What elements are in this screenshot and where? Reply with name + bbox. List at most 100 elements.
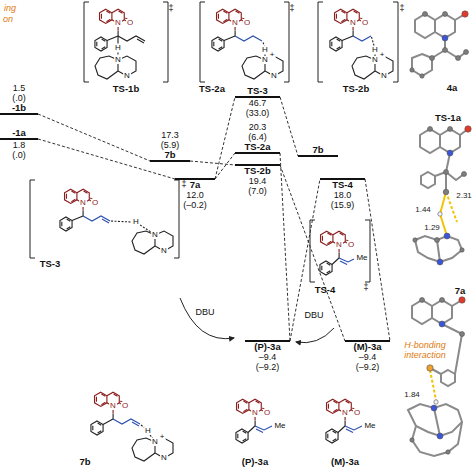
compound-label: TS-1a bbox=[435, 113, 461, 123]
energy-bar bbox=[0, 113, 38, 115]
annotation: ‡ bbox=[399, 4, 404, 13]
atom-symbol: N bbox=[123, 72, 131, 80]
atom-symbol: O bbox=[263, 409, 271, 417]
level-label: TS-4 bbox=[332, 180, 353, 190]
energy-value: (15.9) bbox=[331, 200, 355, 210]
annotation: ‡ bbox=[168, 4, 173, 13]
text-stack: 1.8(.0) bbox=[0, 140, 38, 160]
atom-symbol: H bbox=[114, 44, 122, 52]
atom-symbol: O bbox=[353, 409, 361, 417]
distance-label: 1.44 bbox=[414, 206, 432, 214]
level-label: TS-2a bbox=[245, 142, 271, 152]
compound-label: 7a bbox=[455, 286, 466, 296]
level-label: TS-3 bbox=[247, 86, 268, 96]
energy-bar bbox=[298, 155, 338, 157]
caption-fragment: on bbox=[3, 15, 13, 24]
atom-symbol: N bbox=[114, 56, 122, 64]
energy-level: 7b bbox=[298, 145, 338, 157]
text-stack: (M)-3a–9.4(–9.2) bbox=[345, 342, 390, 372]
energy-value: 12.0 bbox=[186, 190, 204, 200]
level-label: 7a bbox=[190, 180, 201, 190]
level-label: -1b bbox=[12, 103, 26, 113]
compound-label: TS-4 bbox=[315, 285, 336, 295]
atom-symbol: N bbox=[160, 454, 168, 462]
annotation: ‡ bbox=[181, 180, 186, 189]
compound-label: TS-2b bbox=[343, 84, 369, 94]
energy-value: (–0.2) bbox=[183, 200, 207, 210]
energy-value: 1.5 bbox=[13, 83, 26, 93]
energy-level: 1.5(.0)-1b bbox=[0, 83, 38, 115]
level-label: 7b bbox=[164, 150, 175, 160]
energy-level: TS-418.0(15.9) bbox=[320, 178, 365, 210]
text-stack: 1.5(.0)-1b bbox=[0, 83, 38, 113]
atom-symbol: N bbox=[341, 409, 349, 417]
atom-symbol: + bbox=[379, 51, 386, 59]
atom-symbol: O bbox=[347, 241, 355, 249]
atom-ball bbox=[410, 11, 471, 454]
energy-bar bbox=[235, 96, 280, 98]
atom-symbol: H bbox=[144, 427, 152, 435]
energy-value: (–9.2) bbox=[356, 362, 380, 372]
level-label: TS-2b bbox=[244, 166, 270, 176]
atom-symbol: N bbox=[109, 402, 117, 410]
atom-symbol: N bbox=[380, 72, 388, 80]
energy-value: (–9.2) bbox=[256, 362, 280, 372]
distance-label: 2.31 bbox=[455, 192, 473, 200]
atom-symbol: + bbox=[159, 433, 166, 441]
text-stack: TS-3 bbox=[235, 86, 280, 96]
energy-level: (M)-3a–9.4(–9.2) bbox=[345, 340, 390, 372]
callout-note: H-bonding interaction bbox=[394, 340, 456, 360]
caption-fragment: ing bbox=[4, 4, 16, 13]
compound-label: TS-2a bbox=[199, 84, 225, 94]
energy-bar bbox=[150, 160, 190, 162]
text-stack: 7b bbox=[298, 145, 338, 155]
atom-symbol: N bbox=[151, 231, 159, 239]
energy-connector bbox=[215, 153, 235, 179]
level-label: (P)-3a bbox=[254, 342, 280, 352]
atom-symbol: N bbox=[231, 19, 239, 27]
energy-level: TS-3 46.7(33.0) bbox=[235, 86, 280, 118]
bracket bbox=[30, 2, 398, 282]
structure bbox=[60, 9, 393, 461]
energy-value: 46.7 bbox=[249, 98, 267, 108]
3d-model bbox=[408, 14, 468, 456]
atom-symbol: O bbox=[243, 19, 251, 27]
atom-symbol: + bbox=[269, 51, 276, 59]
energy-value: (7.0) bbox=[248, 186, 267, 196]
energy-level: (P)-3a–9.4(–9.2) bbox=[245, 340, 290, 372]
text-stack: -1a bbox=[0, 128, 38, 138]
distance-label: 1.29 bbox=[423, 224, 441, 232]
atom-symbol: Me bbox=[273, 422, 286, 430]
energy-connector bbox=[215, 97, 235, 179]
text-stack: 20.3(6.4)TS-2a bbox=[235, 122, 280, 152]
energy-value: (6.4) bbox=[248, 132, 267, 142]
energy-bar bbox=[0, 138, 38, 140]
text-stack: TS-2b19.4(7.0) bbox=[235, 166, 280, 196]
energy-level: 20.3(6.4)TS-2a bbox=[235, 122, 280, 154]
text-stack: 46.7(33.0) bbox=[235, 98, 280, 118]
atom-symbol: N bbox=[114, 19, 122, 27]
energy-connector bbox=[280, 97, 298, 156]
energy-value: (.0) bbox=[12, 93, 26, 103]
energy-value: 17.3 bbox=[161, 130, 179, 140]
energy-value: 19.4 bbox=[249, 176, 267, 186]
atom-symbol: N bbox=[79, 199, 87, 207]
atom-symbol: O bbox=[91, 199, 99, 207]
compound-label: 4a bbox=[447, 83, 458, 93]
compound-label: (P)-3a bbox=[242, 457, 268, 467]
annotation: ‡ bbox=[363, 283, 368, 292]
annotation: ‡ bbox=[289, 4, 294, 13]
atom-symbol: Me bbox=[355, 254, 368, 262]
energy-value: 18.0 bbox=[334, 190, 352, 200]
energy-level: -1a 1.8(.0) bbox=[0, 128, 38, 160]
atom-symbol: O bbox=[121, 402, 129, 410]
annotation: DBU bbox=[195, 308, 214, 317]
energy-level: 7a12.0(–0.2) bbox=[175, 178, 215, 210]
energy-value: 1.8 bbox=[13, 140, 26, 150]
energy-value: –9.4 bbox=[259, 352, 277, 362]
distance-label: 1.84 bbox=[403, 391, 421, 399]
energy-connector bbox=[38, 139, 175, 179]
text-stack: TS-418.0(15.9) bbox=[320, 180, 365, 210]
